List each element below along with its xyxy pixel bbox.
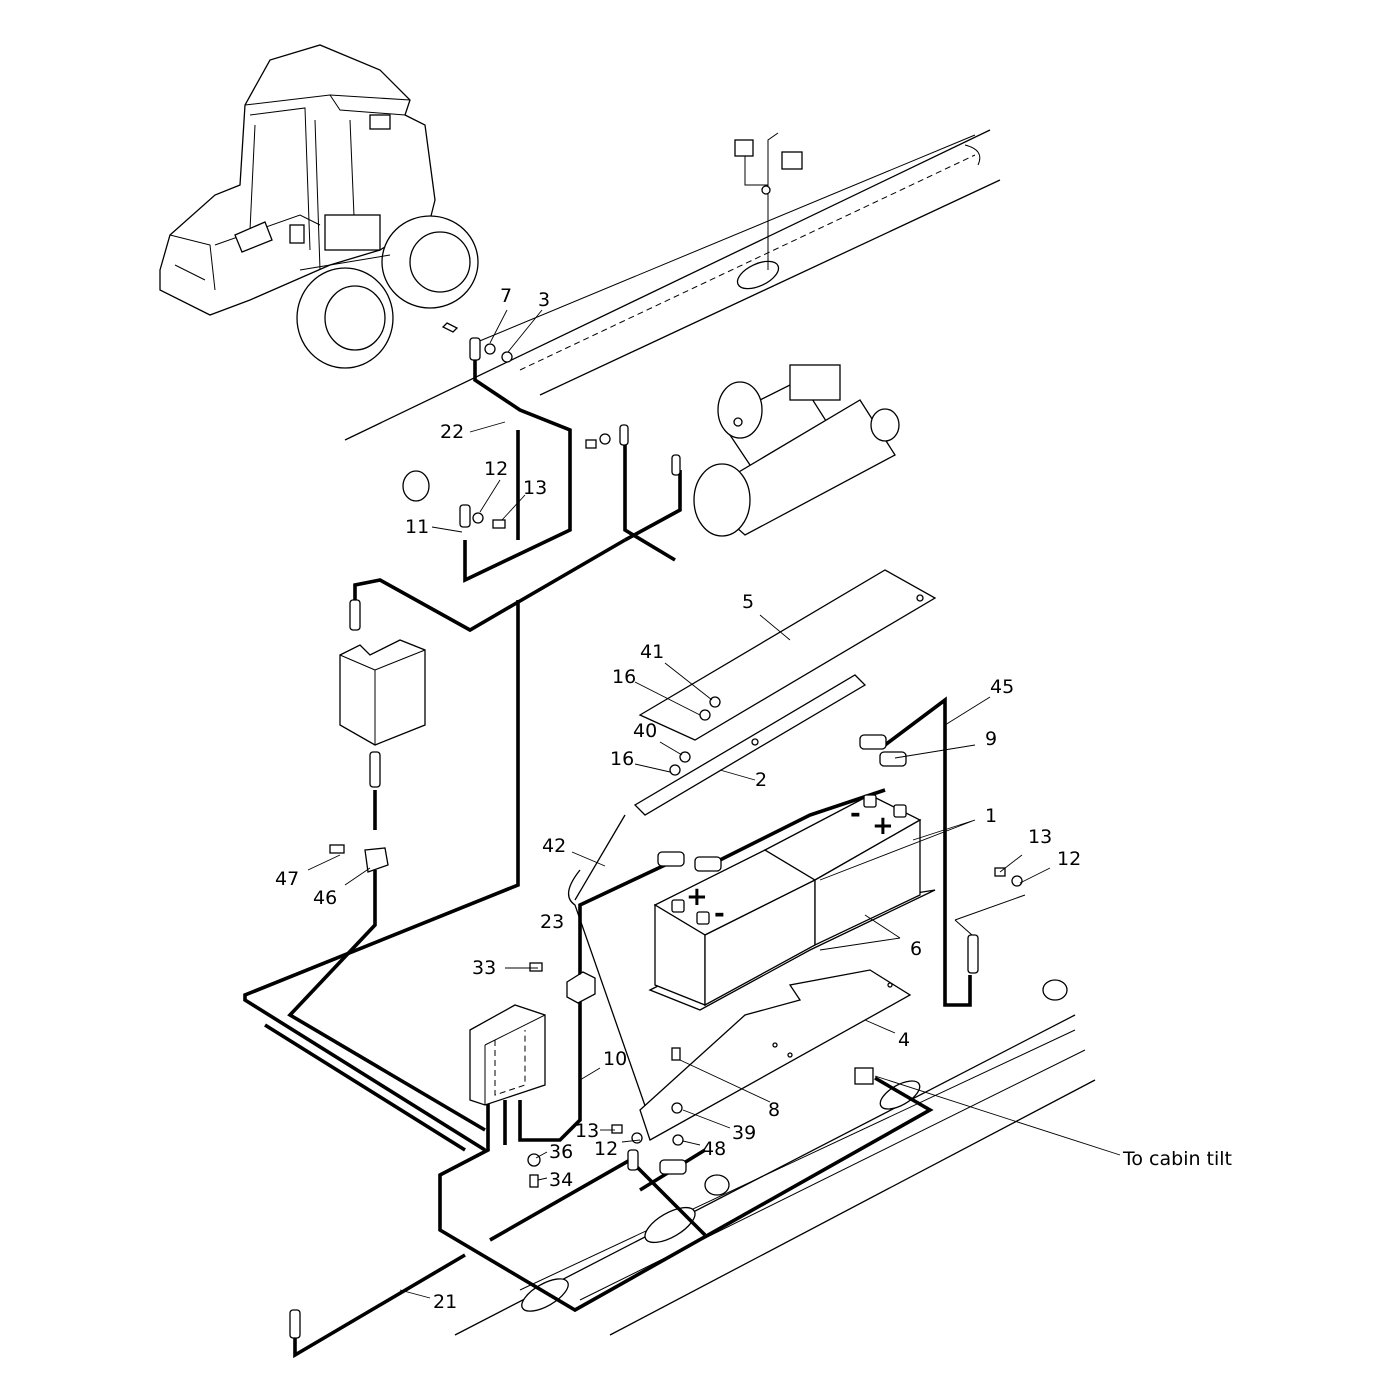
battery-minus-symbol: - [714, 899, 725, 929]
lower-frame [454, 1014, 1096, 1336]
upper-frame [344, 129, 1001, 441]
callout-22: 22 [440, 421, 464, 443]
leader-lines [307, 309, 1121, 1299]
callout-10: 10 [603, 1048, 627, 1070]
fuse-block [469, 1004, 546, 1106]
callout-13-b: 13 [1028, 826, 1052, 848]
callout-labels: 7 3 22 12 13 11 5 41 16 40 16 2 45 9 1 1… [275, 285, 1232, 1313]
callout-6: 6 [910, 938, 922, 960]
callout-46: 46 [313, 887, 337, 909]
callout-12-c: 12 [594, 1138, 618, 1160]
callout-23: 23 [540, 911, 564, 933]
battery-plus-symbol-2: + [872, 811, 894, 841]
callout-1: 1 [985, 805, 997, 827]
callout-48: 48 [702, 1138, 726, 1160]
battery-plus-symbol: + [686, 882, 708, 912]
callout-16-b: 16 [610, 748, 634, 770]
callout-12-a: 12 [484, 458, 508, 480]
starter-motor [693, 364, 900, 537]
callout-12-b: 12 [1057, 848, 1081, 870]
battery-minus-symbol-2: - [850, 799, 861, 829]
callout-5: 5 [742, 591, 754, 613]
batteries: + - + - [648, 794, 936, 1011]
callout-21: 21 [433, 1291, 457, 1313]
callout-9: 9 [985, 728, 997, 750]
junction-23 [566, 971, 596, 1004]
relay-blocks [734, 132, 803, 270]
callout-7: 7 [500, 285, 512, 307]
callout-45: 45 [990, 676, 1014, 698]
callout-40: 40 [633, 720, 657, 742]
hardware [289, 322, 1068, 1339]
callout-3: 3 [538, 289, 550, 311]
callout-47: 47 [275, 868, 299, 890]
main-switch-block [339, 639, 426, 746]
callout-2: 2 [755, 769, 767, 791]
callout-13-c: 13 [575, 1120, 599, 1142]
callout-4: 4 [898, 1029, 910, 1051]
to-cabin-tilt-note: To cabin tilt [1122, 1148, 1232, 1170]
callout-42: 42 [542, 835, 566, 857]
callout-36: 36 [549, 1141, 573, 1163]
machine-overview [159, 44, 479, 369]
callout-33: 33 [472, 957, 496, 979]
callout-16-a: 16 [612, 666, 636, 688]
callout-41: 41 [640, 641, 664, 663]
callout-8: 8 [768, 1099, 780, 1121]
callout-13-a: 13 [523, 477, 547, 499]
callout-34: 34 [549, 1169, 573, 1191]
callout-11: 11 [405, 516, 429, 538]
callout-39: 39 [732, 1122, 756, 1144]
